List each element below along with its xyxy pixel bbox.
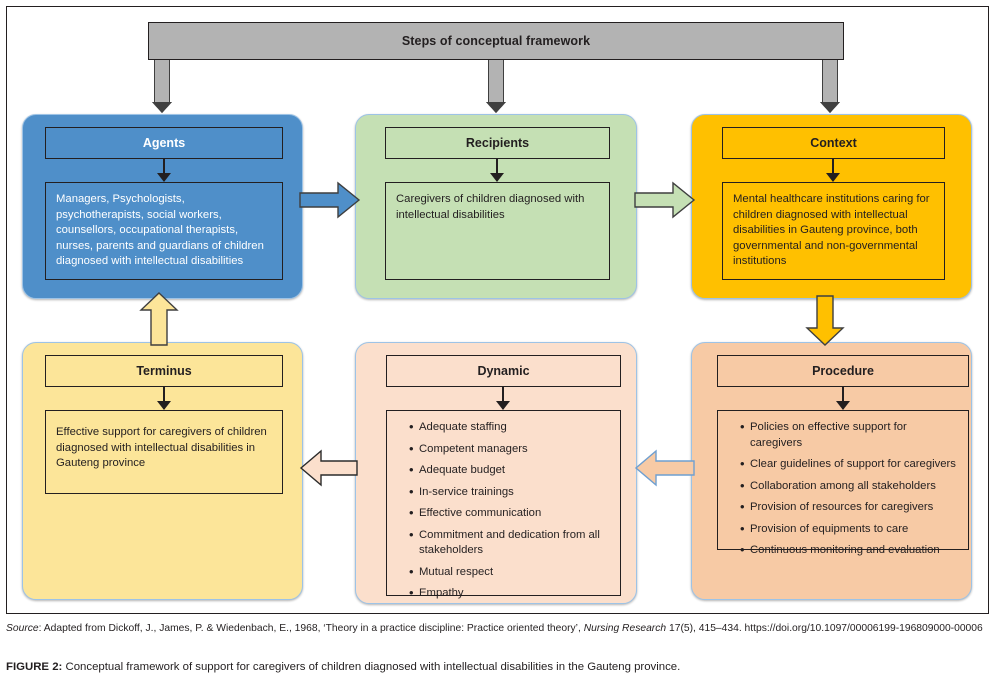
card-context-inner-arrow-icon: [826, 159, 840, 182]
card-context-title-box: Context: [722, 127, 945, 159]
list-item: Clear guidelines of support for caregive…: [740, 456, 958, 473]
card-recipients-inner-arrow-icon: [490, 159, 504, 182]
arrow-procedure-to-dynamic-icon: [634, 449, 695, 487]
card-terminus[interactable]: Terminus Effective support for caregiver…: [22, 342, 303, 600]
card-dynamic-title-box: Dynamic: [386, 355, 621, 387]
card-recipients-title: Recipients: [465, 136, 530, 150]
card-context-body: Mental healthcare institutions caring fo…: [733, 193, 930, 268]
card-procedure-body-box: Policies on effective support for caregi…: [717, 410, 969, 557]
source-label: Source: [6, 623, 39, 634]
list-item: Empathy: [409, 585, 610, 602]
card-context-title: Context: [810, 136, 857, 150]
list-item: Continuous monitoring and evaluation: [740, 542, 958, 559]
card-procedure[interactable]: Procedure Policies on effective support …: [691, 342, 972, 600]
card-recipients-title-box: Recipients: [385, 127, 610, 159]
card-terminus-body: Effective support for caregivers of chil…: [56, 426, 267, 470]
arrow-recipients-to-context-icon: [634, 181, 696, 219]
card-procedure-list: Policies on effective support for caregi…: [728, 419, 958, 559]
card-recipients[interactable]: Recipients Caregivers of children diagno…: [355, 114, 637, 299]
card-agents-title-box: Agents: [45, 127, 283, 159]
source-text: : Adapted from Dickoff, J., James, P. & …: [38, 623, 584, 634]
card-dynamic[interactable]: Dynamic Adequate staffingCompetent manag…: [355, 342, 637, 604]
list-item: Competent managers: [409, 441, 610, 458]
source-tail: 17(5), 415–434. https://doi.org/10.1097/…: [666, 623, 983, 634]
connector-banner-to-agents-icon: [152, 60, 172, 113]
source-journal: Nursing Research: [583, 623, 667, 634]
arrow-context-to-procedure-icon: [805, 295, 845, 346]
card-terminus-title-box: Terminus: [45, 355, 283, 387]
card-recipients-body: Caregivers of children diagnosed with in…: [396, 193, 585, 221]
list-item: Adequate staffing: [409, 419, 610, 436]
list-item: Adequate budget: [409, 462, 610, 479]
list-item: Policies on effective support for caregi…: [740, 419, 958, 451]
card-agents[interactable]: Agents Managers, Psychologists, psychoth…: [22, 114, 303, 299]
card-terminus-inner-arrow-icon: [157, 387, 171, 410]
card-procedure-title-box: Procedure: [717, 355, 969, 387]
card-procedure-title: Procedure: [812, 364, 874, 378]
arrow-terminus-to-agents-icon: [139, 292, 179, 346]
figure-caption-text: Conceptual framework of support for care…: [62, 661, 681, 673]
card-dynamic-inner-arrow-icon: [496, 387, 510, 410]
figure-caption: FIGURE 2: Conceptual framework of suppor…: [6, 660, 989, 675]
card-terminus-title: Terminus: [136, 364, 192, 378]
list-item: Provision of equipments to care: [740, 521, 958, 538]
steps-banner: Steps of conceptual framework: [148, 22, 844, 60]
card-context-body-box: Mental healthcare institutions caring fo…: [722, 182, 945, 280]
card-agents-body-box: Managers, Psychologists, psychotherapist…: [45, 182, 283, 280]
arrow-agents-to-recipients-icon: [299, 181, 361, 219]
list-item: Collaboration among all stakeholders: [740, 478, 958, 495]
card-context[interactable]: Context Mental healthcare institutions c…: [691, 114, 972, 299]
arrow-dynamic-to-terminus-icon: [299, 449, 358, 487]
list-item: Mutual respect: [409, 564, 610, 581]
card-agents-inner-arrow-icon: [157, 159, 171, 182]
card-agents-title: Agents: [142, 136, 186, 150]
list-item: Commitment and dedication from all stake…: [409, 527, 610, 559]
connector-banner-to-recipients-icon: [486, 60, 506, 113]
card-agents-body: Managers, Psychologists, psychotherapist…: [56, 193, 264, 268]
source-note: Source: Adapted from Dickoff, J., James,…: [6, 622, 989, 636]
connector-banner-to-context-icon: [820, 60, 840, 113]
card-dynamic-title: Dynamic: [477, 364, 530, 378]
list-item: Provision of resources for caregivers: [740, 499, 958, 516]
card-terminus-body-box: Effective support for caregivers of chil…: [45, 410, 283, 494]
card-dynamic-list: Adequate staffingCompetent managersAdequ…: [397, 419, 610, 602]
card-procedure-inner-arrow-icon: [836, 387, 850, 410]
card-recipients-body-box: Caregivers of children diagnosed with in…: [385, 182, 610, 280]
list-item: Effective communication: [409, 505, 610, 522]
figure-caption-prefix: FIGURE 2:: [6, 661, 63, 673]
steps-banner-label: Steps of conceptual framework: [401, 34, 591, 48]
list-item: In-service trainings: [409, 484, 610, 501]
card-dynamic-body-box: Adequate staffingCompetent managersAdequ…: [386, 410, 621, 600]
